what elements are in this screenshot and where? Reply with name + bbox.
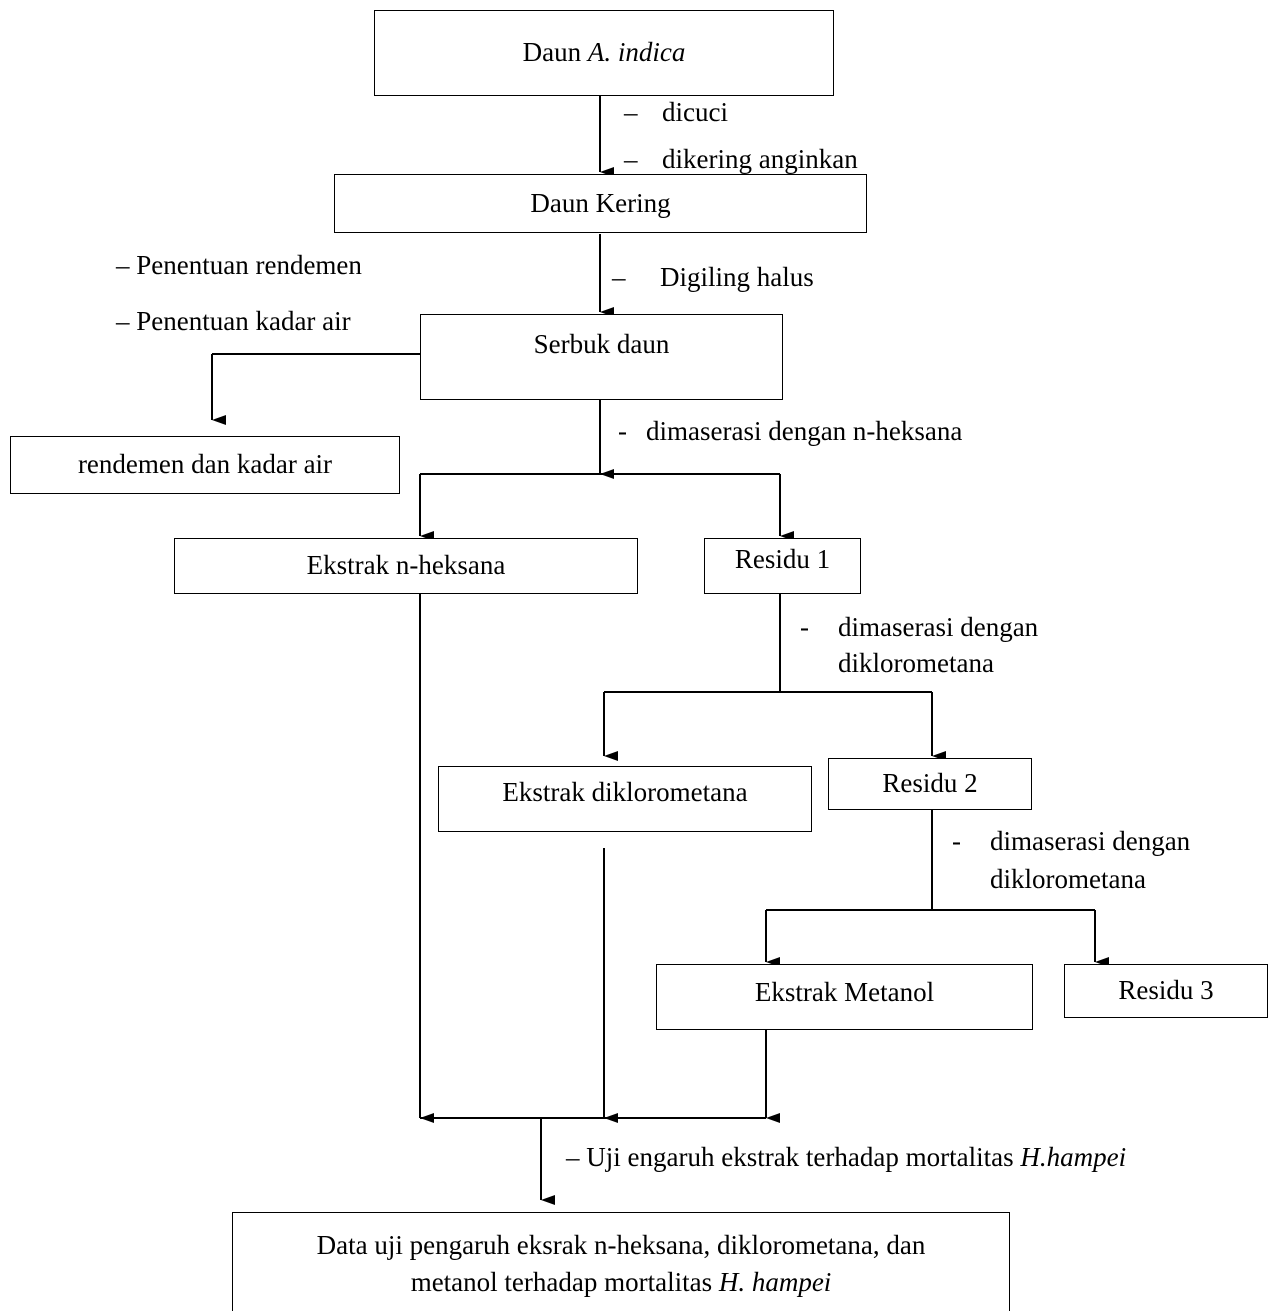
- box-residu2-label: Residu 2: [882, 768, 978, 799]
- step-maserasi-2-2-text: diklorometana: [990, 864, 1146, 894]
- box-final: Data uji pengaruh eksrak n-heksana, dikl…: [232, 1212, 1010, 1311]
- box-final-line1: Data uji pengaruh eksrak n-heksana, dikl…: [316, 1230, 926, 1260]
- step-dash: –: [624, 97, 638, 127]
- step-dash: –: [612, 262, 626, 292]
- step-dash: –: [116, 250, 130, 280]
- step-hyphen: -: [618, 416, 627, 446]
- box-ekstrak-metanol-label: Ekstrak Metanol: [754, 977, 935, 1008]
- step-penentuan-kadar-text: Penentuan kadar air: [136, 306, 351, 336]
- box-ekstrak-metanol: Ekstrak Metanol: [656, 964, 1033, 1030]
- box-residu1: Residu 1: [704, 538, 861, 594]
- box-rendemen: rendemen dan kadar air: [10, 436, 400, 494]
- box-residu3-label: Residu 3: [1118, 975, 1214, 1006]
- step-maserasi-dcm-1: -dimaserasi dengan: [800, 614, 1038, 641]
- box-daun-prefix: Daun: [522, 37, 588, 68]
- box-residu1-label: Residu 1: [734, 544, 831, 575]
- box-ekstrak-dcm-label: Ekstrak diklorometana: [502, 777, 748, 808]
- box-daun-species: A. indica: [587, 37, 686, 68]
- step-uji-species: H.hampei: [1020, 1142, 1127, 1172]
- step-digiling: – Digiling halus: [612, 264, 814, 291]
- box-serbuk-label: Serbuk daun: [533, 329, 670, 360]
- step-hyphen: -: [800, 612, 809, 642]
- step-dikering-text: dikering anginkan: [662, 144, 858, 174]
- step-penentuan-rendemen-text: Penentuan rendemen: [136, 250, 362, 280]
- box-daun: Daun A. indica: [374, 10, 834, 96]
- step-uji: – Uji engaruh ekstrak terhadap mortalita…: [566, 1144, 1126, 1171]
- step-maserasi-dcm-2-text: diklorometana: [838, 648, 994, 678]
- step-hyphen: -: [952, 826, 961, 856]
- box-ekstrak-heksana: Ekstrak n-heksana: [174, 538, 638, 594]
- step-maserasi-2-1-text: dimaserasi dengan: [990, 826, 1191, 856]
- step-dash: –: [116, 306, 130, 336]
- box-final-species: H. hampei: [718, 1267, 832, 1298]
- step-dicuci-text: dicuci: [662, 97, 728, 127]
- box-serbuk: Serbuk daun: [420, 314, 783, 400]
- box-ekstrak-heksana-label: Ekstrak n-heksana: [306, 550, 506, 581]
- step-dash: –: [624, 144, 638, 174]
- step-maserasi-2-2: diklorometana: [990, 866, 1146, 893]
- box-final-line2-prefix: metanol terhadap mortalitas: [410, 1267, 719, 1298]
- step-digiling-text: Digiling halus: [660, 262, 814, 292]
- step-dash: –: [566, 1142, 580, 1172]
- step-maserasi-2-1: -dimaserasi dengan: [952, 828, 1190, 855]
- box-residu3: Residu 3: [1064, 964, 1268, 1018]
- step-dikering: –dikering anginkan: [624, 146, 858, 173]
- box-daun-kering-label: Daun Kering: [530, 187, 671, 218]
- box-ekstrak-dcm: Ekstrak diklorometana: [438, 766, 812, 832]
- step-maserasi-heksana: -dimaserasi dengan n-heksana: [618, 418, 962, 445]
- step-dicuci: –dicuci: [624, 99, 728, 126]
- step-maserasi-heksana-text: dimaserasi dengan n-heksana: [646, 416, 963, 446]
- step-uji-text: Uji engaruh ekstrak terhadap mortalitas: [586, 1142, 1021, 1172]
- box-rendemen-label: rendemen dan kadar air: [77, 449, 333, 480]
- step-penentuan-rendemen: – Penentuan rendemen: [116, 252, 362, 279]
- box-residu2: Residu 2: [828, 758, 1032, 810]
- box-daun-kering: Daun Kering: [334, 174, 867, 233]
- step-penentuan-kadar: – Penentuan kadar air: [116, 308, 351, 335]
- step-maserasi-dcm-2: diklorometana: [838, 650, 994, 677]
- step-maserasi-dcm-1-text: dimaserasi dengan: [838, 612, 1039, 642]
